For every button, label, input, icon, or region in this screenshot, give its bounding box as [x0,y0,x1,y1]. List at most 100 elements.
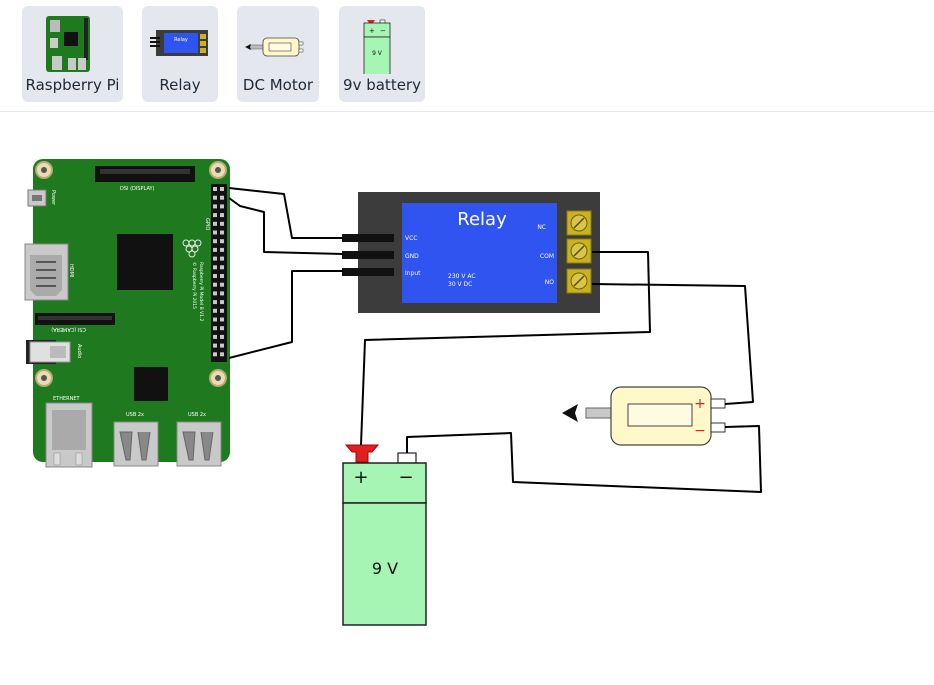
gpio-pin[interactable] [213,352,217,357]
wire-gpio-vcc[interactable] [228,187,343,239]
gpio-pin[interactable] [220,204,224,209]
gpio-pin[interactable] [213,291,217,296]
gpio-pin[interactable] [213,308,217,313]
battery-9v[interactable]: + − 9 V [342,444,427,626]
palette-item-raspberry-pi[interactable]: Raspberry Pi [22,6,123,102]
relay-pin-input[interactable] [342,268,394,276]
battery-body [342,502,427,626]
gpio-pin[interactable] [220,317,224,322]
gpio-pin[interactable] [213,213,217,218]
battery-minus-label: − [398,467,413,488]
gpio-pin[interactable] [220,221,224,226]
gpio-pin[interactable] [220,300,224,305]
palette-item-9v-battery[interactable]: + − 9 V 9v battery [339,6,425,102]
gpio-pin[interactable] [213,265,217,270]
circuit-canvas[interactable]: DSI (DISPLAY) Power HDMI Raspberry Pi Mo… [0,112,934,685]
soc-chip [117,234,173,290]
wire-com-battery-plus[interactable] [360,251,651,446]
motor-plus-label: + [694,396,706,412]
gpio-pin[interactable] [220,334,224,339]
gpio-pin[interactable] [220,230,224,235]
battery-voltage-label: 9 V [372,559,398,578]
gpio-pin[interactable] [213,343,217,348]
relay-pin-label-vcc: VCC [405,235,417,242]
relay-rating-dc: 30 V DC [448,281,472,288]
gpio-pin[interactable] [213,317,217,322]
relay-module[interactable]: Relay VCC GND Input 230 V AC 30 V DC NC … [342,192,600,313]
gpio-pin[interactable] [213,282,217,287]
gpio-pin[interactable] [220,308,224,313]
relay-pin-vcc[interactable] [342,234,394,242]
gpio-pin[interactable] [213,230,217,235]
motor-terminal-plus[interactable] [710,398,726,409]
svg-text:+: + [369,27,375,35]
ethernet-label: ETHERNET [53,396,81,402]
raspberry-logo-icon [182,239,202,258]
wires [228,187,762,493]
gpio-pin[interactable] [220,291,224,296]
gpio-pin[interactable] [220,326,224,331]
gpio-pin[interactable] [213,274,217,278]
gpio-pin[interactable] [213,204,217,209]
motor-label-plate [627,403,693,427]
gpio-pin[interactable] [220,247,224,252]
gpio-pin[interactable] [220,352,224,357]
relay-icon: Relay [150,30,208,56]
power-label: Power [50,190,56,206]
relay-terminal-label-com: COM [540,253,554,260]
gpio-pin[interactable] [220,195,224,200]
gpio-pin[interactable] [220,213,224,218]
relay-terminal-no[interactable] [566,268,592,294]
palette-item-dc-motor[interactable]: DC Motor [237,6,319,102]
palette-item-label: Relay [159,76,201,94]
palette-item-label: DC Motor [242,76,314,94]
gpio-pin[interactable] [220,256,224,261]
battery-plus-label: + [353,467,368,488]
dsi-label: DSI (DISPLAY) [120,186,155,192]
wire-no-motor-plus[interactable] [591,283,754,405]
motor-terminal-minus[interactable] [710,422,726,433]
usb-port-1 [113,421,159,467]
dc-motor-icon [245,37,304,57]
gpio-pin[interactable] [213,300,217,305]
gpio-pin[interactable] [213,221,217,226]
gpio-pin[interactable] [220,282,224,287]
wire-battery-minus-motor-minus[interactable] [406,425,762,493]
gpio-pin[interactable] [220,239,224,244]
battery-terminal-minus[interactable] [397,452,417,464]
csi-label: CSI (CAMERA) [51,326,86,332]
gpio-pin[interactable] [213,239,217,244]
gpio-pin[interactable] [213,195,217,200]
gpio-pin[interactable] [220,265,224,270]
gpio-pin[interactable] [220,187,224,191]
gpio-pin[interactable] [213,334,217,339]
relay-screen [402,203,557,303]
relay-terminal-nc[interactable] [566,210,592,236]
motor-propeller-icon [562,404,578,422]
relay-terminal-com[interactable] [566,238,592,264]
relay-terminal-label-nc: NC [537,224,546,231]
model-label-1: Raspberry Pi Model B V1.2 [198,262,204,321]
dc-motor[interactable]: + − [562,386,726,446]
gpio-pin[interactable] [213,326,217,331]
gpio-pin[interactable] [220,274,224,278]
raspberry-pi-board[interactable]: DSI (DISPLAY) Power HDMI Raspberry Pi Mo… [24,159,230,468]
wire-gpio-gnd[interactable] [228,197,344,255]
gpio-pin[interactable] [213,187,217,191]
battery-terminal-plus[interactable] [344,444,380,463]
palette-item-relay[interactable]: Relay Relay [142,6,218,102]
gpio-pin[interactable] [213,256,217,261]
battery-top [342,462,427,504]
relay-rating-ac: 230 V AC [448,273,476,280]
gpio-pin[interactable] [220,343,224,348]
relay-terminal-label-no: NO [545,279,554,286]
relay-title: Relay [457,209,507,230]
gpio-pin[interactable] [213,247,217,252]
usb-label-1: USB 2x [126,412,144,418]
model-label-2: © Raspberry Pi 2015 [191,262,198,309]
gpio-header[interactable] [211,184,227,362]
battery-icon: + − 9 V [363,19,391,74]
relay-pin-gnd[interactable] [342,251,394,259]
usb-port-2 [176,421,222,467]
wire-gpio-input[interactable] [228,270,343,359]
